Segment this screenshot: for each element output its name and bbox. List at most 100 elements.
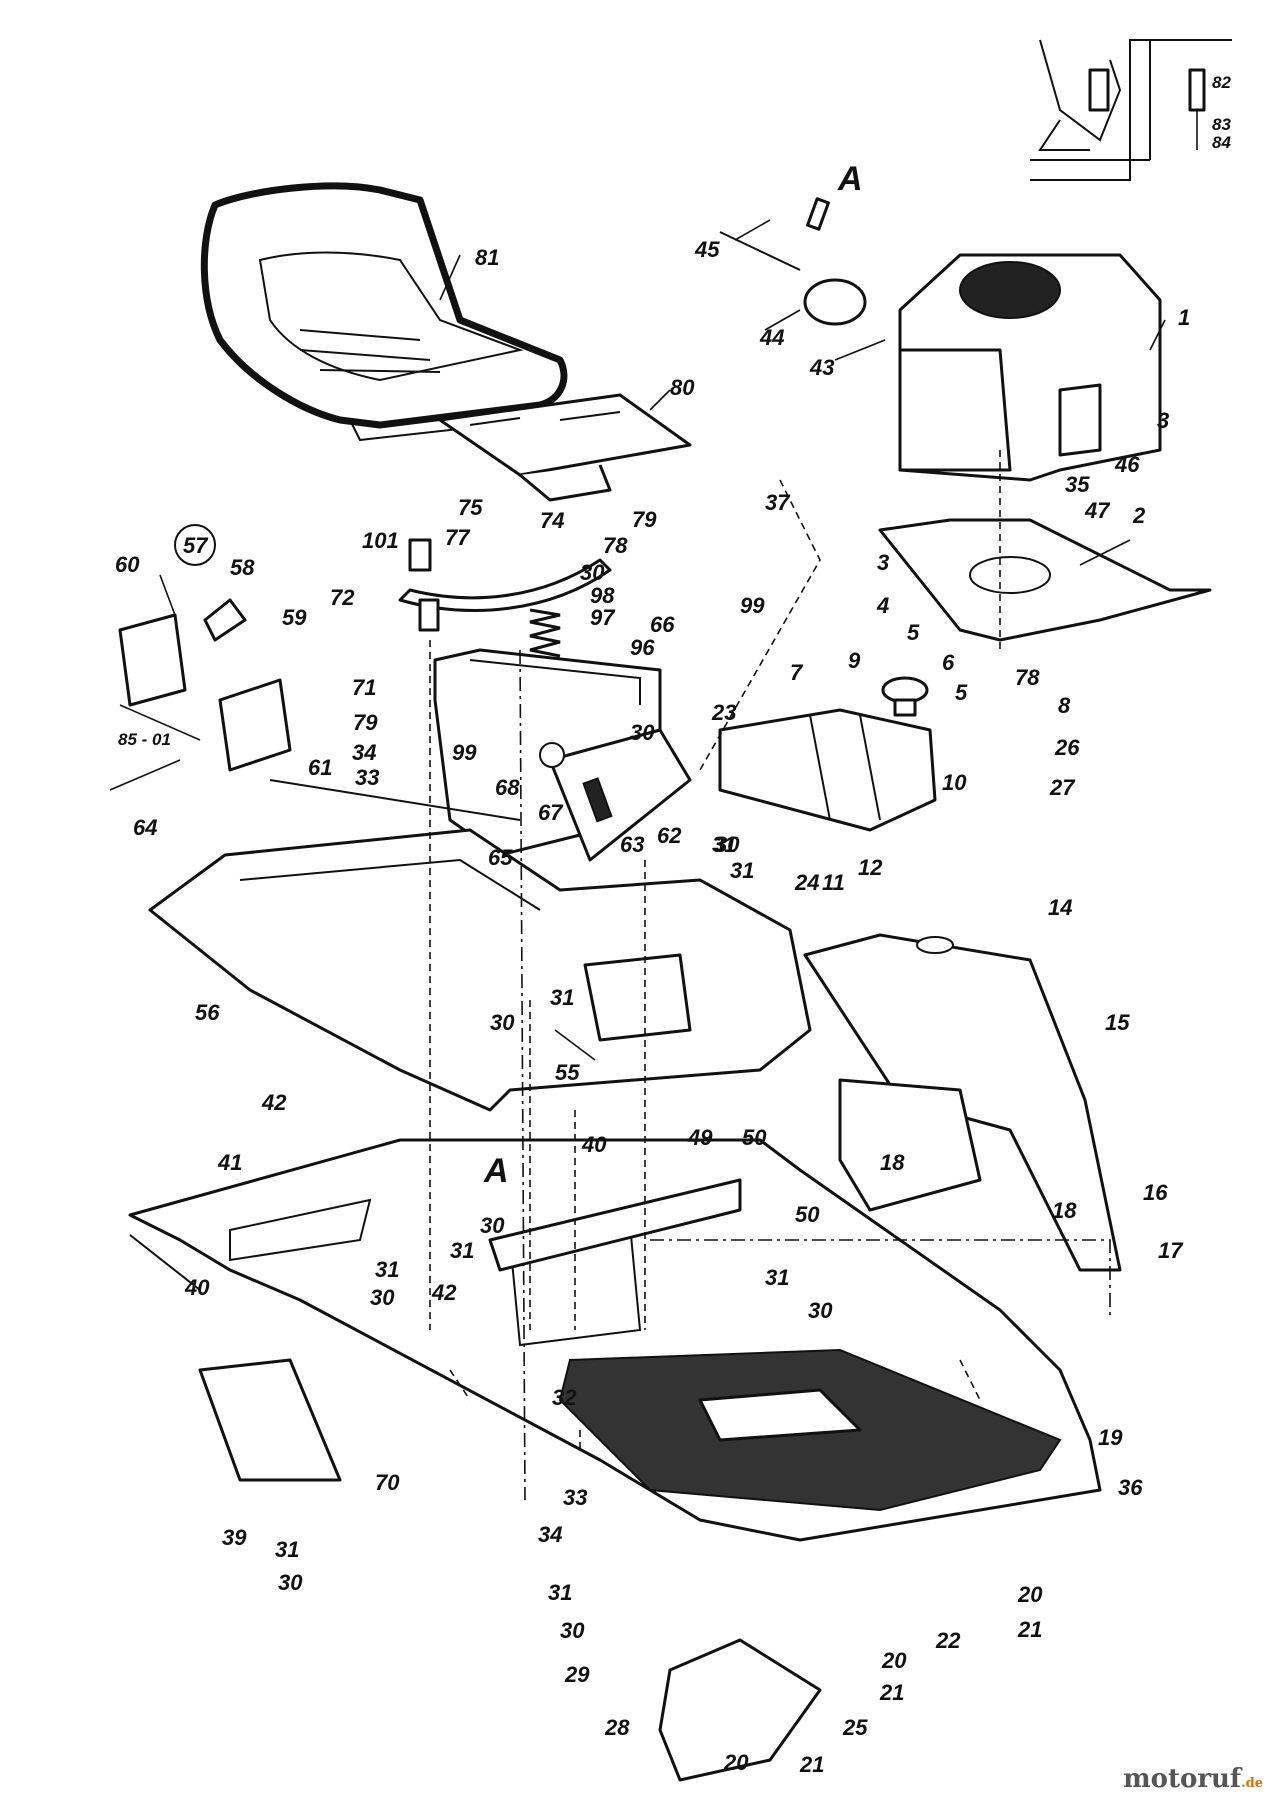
label-5a: 5 bbox=[907, 620, 920, 645]
seat bbox=[200, 182, 568, 442]
label-1: 1 bbox=[1178, 305, 1190, 330]
label-55: 55 bbox=[555, 1060, 580, 1085]
lever-plate bbox=[539, 728, 692, 862]
label-18b: 18 bbox=[1052, 1198, 1077, 1223]
label-31b: 31 bbox=[550, 985, 574, 1010]
label-99a: 99 bbox=[740, 593, 765, 618]
label-30d: 30 bbox=[480, 1213, 505, 1238]
label-62: 62 bbox=[657, 823, 682, 848]
label-31c: 31 bbox=[450, 1238, 474, 1263]
label-17: 17 bbox=[1158, 1238, 1184, 1263]
label-37: 37 bbox=[765, 490, 791, 515]
label-26: 26 bbox=[1054, 735, 1080, 760]
label-28: 28 bbox=[604, 1715, 630, 1740]
label-99b: 99 bbox=[452, 740, 477, 765]
control-rod bbox=[269, 779, 521, 821]
marker-A-frame: A bbox=[483, 1152, 509, 1190]
label-43: 43 bbox=[809, 355, 834, 380]
label-59: 59 bbox=[282, 605, 307, 630]
label-2: 2 bbox=[1132, 503, 1146, 528]
label-44: 44 bbox=[759, 325, 784, 350]
label-6: 6 bbox=[942, 650, 955, 675]
label-18a: 18 bbox=[880, 1150, 905, 1175]
label-10: 10 bbox=[942, 770, 967, 795]
label-41: 41 bbox=[217, 1150, 242, 1175]
label-47: 47 bbox=[1084, 498, 1111, 523]
label-36: 36 bbox=[1118, 1475, 1143, 1500]
label-31e: 31 bbox=[765, 1265, 789, 1290]
label-3a: 3 bbox=[1157, 408, 1169, 433]
spring bbox=[529, 608, 561, 658]
label-5b: 5 bbox=[955, 680, 968, 705]
label-29: 29 bbox=[564, 1662, 590, 1687]
label-27: 27 bbox=[1049, 775, 1076, 800]
label-30e: 30 bbox=[370, 1285, 395, 1310]
label-30f: 30 bbox=[808, 1298, 833, 1323]
label-77: 77 bbox=[445, 525, 471, 550]
label-25: 25 bbox=[842, 1715, 868, 1740]
assembly-lines bbox=[429, 450, 1111, 1501]
label-61: 61 bbox=[308, 755, 332, 780]
label-22: 22 bbox=[935, 1628, 961, 1653]
front-bracket bbox=[198, 1358, 342, 1482]
label-81: 81 bbox=[475, 245, 499, 270]
label-79a: 79 bbox=[632, 507, 657, 532]
label-21b: 21 bbox=[879, 1680, 904, 1705]
label-7: 7 bbox=[790, 660, 804, 685]
label-30h: 30 bbox=[560, 1618, 585, 1643]
label-50b: 50 bbox=[795, 1202, 820, 1227]
label-46: 46 bbox=[1114, 452, 1140, 477]
label-4: 4 bbox=[876, 593, 889, 618]
rear-plate bbox=[658, 1638, 822, 1782]
frame bbox=[128, 1138, 1102, 1542]
label-20c: 20 bbox=[723, 1750, 749, 1775]
seat-plate bbox=[438, 393, 692, 502]
label-98: 98 bbox=[590, 583, 615, 608]
label-50a: 50 bbox=[742, 1125, 767, 1150]
label-15: 15 bbox=[1105, 1010, 1130, 1035]
label-34a: 34 bbox=[352, 740, 376, 765]
label-101: 101 bbox=[362, 528, 399, 553]
label-75: 75 bbox=[458, 495, 483, 520]
label-8: 8 bbox=[1058, 693, 1071, 718]
label-65: 65 bbox=[488, 845, 513, 870]
label-30c: 30 bbox=[490, 1010, 515, 1035]
label-12: 12 bbox=[858, 855, 883, 880]
label-39: 39 bbox=[222, 1525, 247, 1550]
watermark-brand: motoruf bbox=[1123, 1764, 1242, 1794]
label-63: 63 bbox=[620, 832, 644, 857]
label-40a: 40 bbox=[581, 1132, 607, 1157]
label-74: 74 bbox=[540, 508, 564, 533]
label-70: 70 bbox=[375, 1470, 400, 1495]
engine bbox=[898, 253, 1162, 482]
label-64: 64 bbox=[133, 815, 157, 840]
label-31g: 31 bbox=[548, 1580, 572, 1605]
label-68: 68 bbox=[495, 775, 520, 800]
crossbar bbox=[488, 1178, 742, 1272]
label-30a: 30 bbox=[580, 560, 605, 585]
label-42a: 42 bbox=[261, 1090, 287, 1115]
label-32: 32 bbox=[552, 1385, 577, 1410]
label-78a: 78 bbox=[603, 533, 628, 558]
label-78b: 78 bbox=[1015, 665, 1040, 690]
label-84: 84 bbox=[1212, 133, 1231, 152]
watermark-logo: motoruf.de bbox=[1123, 1764, 1263, 1794]
label-3b: 3 bbox=[877, 550, 889, 575]
label-56: 56 bbox=[195, 1000, 220, 1025]
label-72: 72 bbox=[330, 585, 355, 610]
label-20b: 20 bbox=[881, 1648, 907, 1673]
label-20a: 20 bbox=[1017, 1582, 1043, 1607]
label-67: 67 bbox=[538, 800, 564, 825]
label-19: 19 bbox=[1098, 1425, 1123, 1450]
label-42b: 42 bbox=[431, 1280, 457, 1305]
label-97: 97 bbox=[590, 605, 616, 630]
label-9: 9 bbox=[848, 648, 861, 673]
fuel-tank bbox=[718, 676, 937, 832]
label-31f: 31 bbox=[275, 1537, 299, 1562]
marker-A-top: A bbox=[837, 160, 863, 198]
watermark-tld: .de bbox=[1241, 1776, 1263, 1791]
engine-plate bbox=[878, 518, 1212, 642]
label-82: 82 bbox=[1212, 73, 1231, 92]
seat-bracket bbox=[398, 538, 612, 632]
